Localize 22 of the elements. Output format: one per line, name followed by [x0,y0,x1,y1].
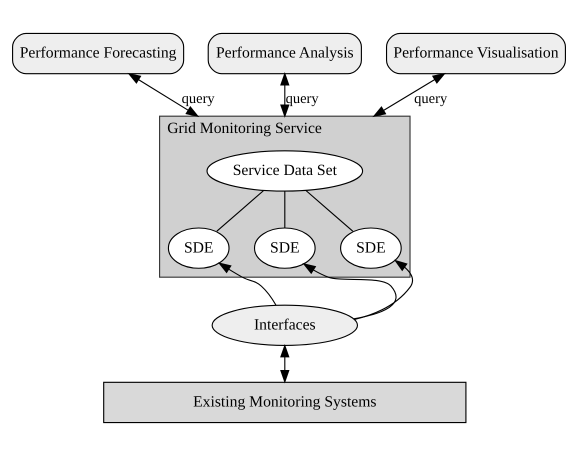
connector [306,190,354,232]
arrow [354,259,414,320]
arrow [280,343,290,383]
arrow [128,72,200,117]
node-ellipse: SDE [254,226,316,268]
arrow [218,262,276,305]
edge-label: query [286,90,319,107]
node-box: Existing Monitoring Systems [103,381,466,423]
node-ellipse: SDE [168,226,230,268]
edge-label: query [182,90,215,107]
node-ellipse: Service Data Set [206,150,364,192]
node-ellipse: SDE [340,226,402,268]
connector [216,190,264,232]
edge-label: query [414,90,448,107]
connector [284,190,286,228]
node-box: Performance Analysis [208,32,362,74]
arrow [302,262,396,319]
node-box: Performance Forecasting [12,32,184,74]
node-box: Performance Visualisation [386,32,566,74]
arrow [372,72,446,117]
node-ellipse: Interfaces [212,304,358,346]
arrow [280,72,290,118]
